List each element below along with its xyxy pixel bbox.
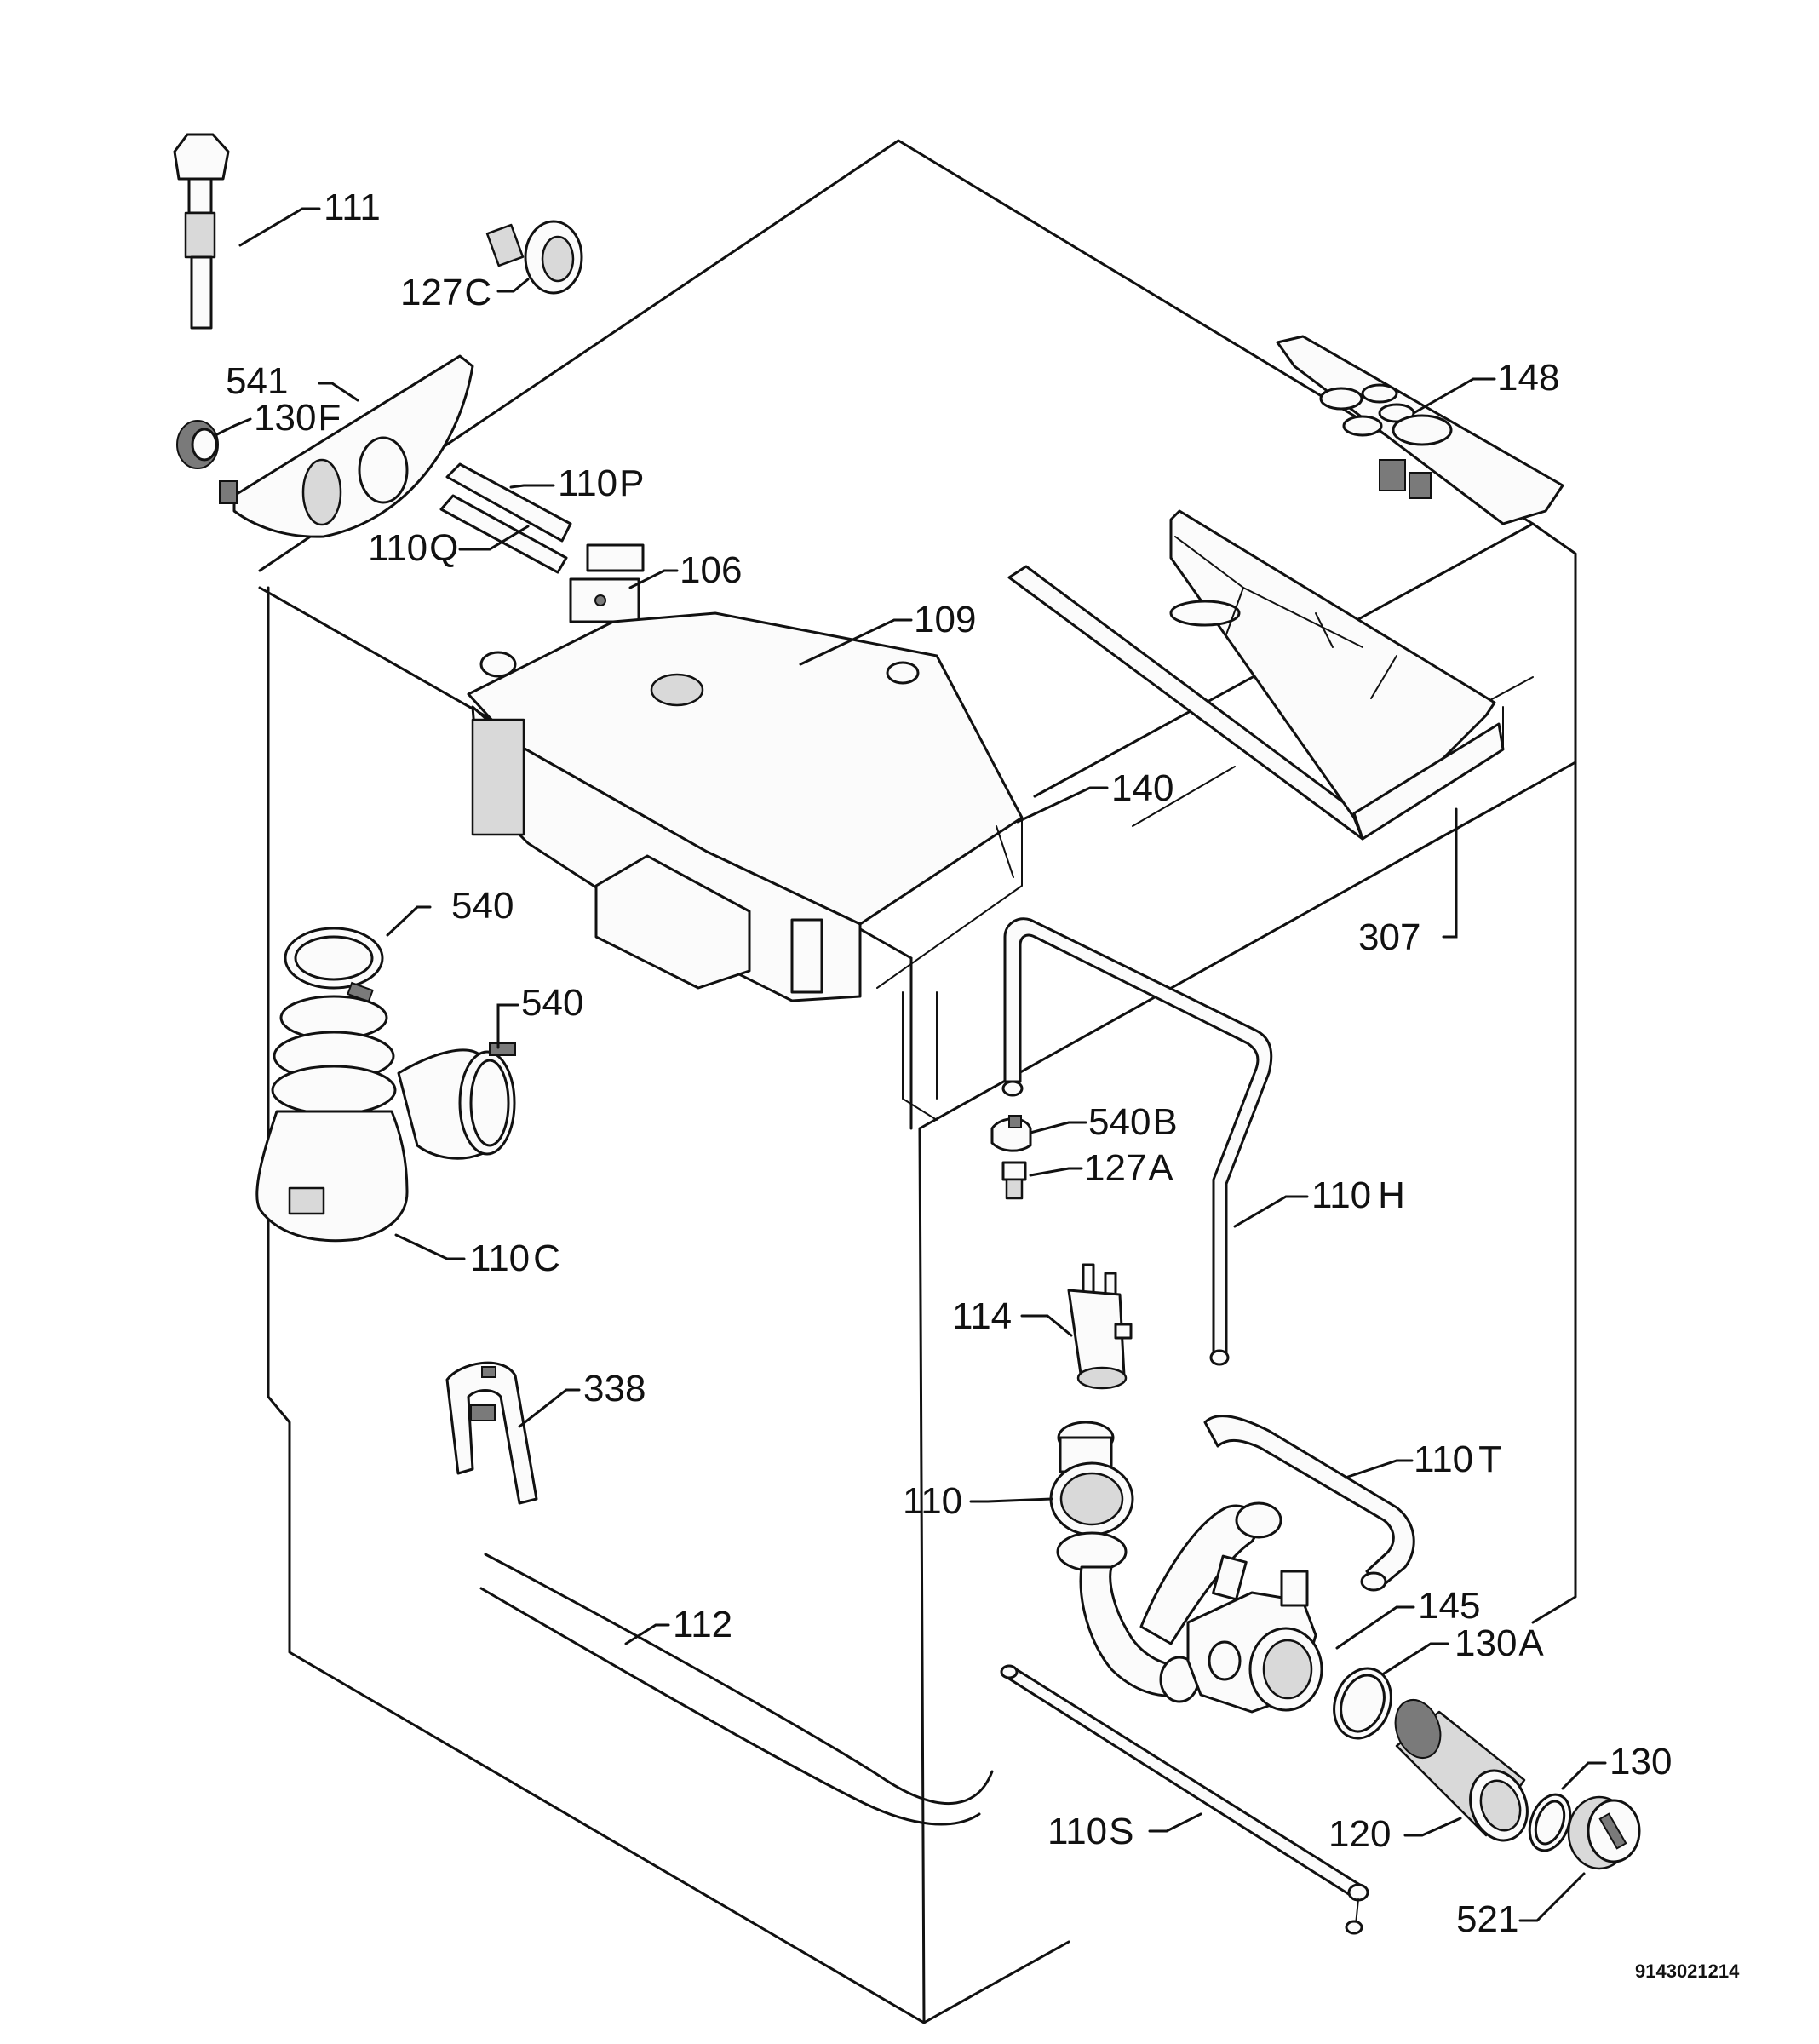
outlet-hose-part — [1203, 1415, 1415, 1592]
label-106: 106 — [680, 549, 742, 591]
pump-housing-part — [1139, 1501, 1323, 1714]
sump-part — [1049, 1421, 1200, 1703]
label-127a: 127A — [1084, 1147, 1173, 1189]
bracket-part — [445, 1361, 538, 1505]
label-127c: 127C — [400, 272, 491, 313]
leader-lines — [215, 207, 1607, 1922]
label-111: 111 — [324, 187, 381, 228]
label-541: 541 — [226, 360, 288, 402]
part-labels: 111 127C 541 130F 110P 110Q 106 109 148 … — [226, 187, 1672, 1940]
panel-part — [219, 354, 474, 538]
label-110s: 110S — [1047, 1811, 1134, 1852]
label-109: 109 — [914, 599, 976, 640]
valve-part — [569, 543, 645, 623]
label-540b: 540B — [1088, 1101, 1178, 1143]
label-540-lower: 540 — [521, 982, 583, 1024]
label-112: 112 — [673, 1604, 732, 1645]
drain-hose-part — [479, 1587, 981, 1826]
bellow-part — [255, 927, 516, 1243]
seal-part — [1333, 1667, 1392, 1740]
pressure-switch-part — [1067, 1263, 1133, 1390]
label-130a: 130A — [1455, 1622, 1544, 1664]
label-110c: 110C — [470, 1237, 560, 1279]
o-ring-part — [1528, 1793, 1572, 1852]
top-panel-part — [1276, 335, 1564, 525]
label-120: 120 — [1328, 1813, 1391, 1855]
label-521: 521 — [1456, 1898, 1518, 1940]
label-110p: 110P — [558, 462, 645, 504]
label-130f: 130F — [254, 397, 341, 439]
grommet-part — [485, 220, 583, 295]
label-338: 338 — [583, 1368, 646, 1410]
filter-cap-part — [1567, 1795, 1641, 1870]
detergent-housing-part — [467, 611, 1024, 1002]
label-110: 110 — [903, 1480, 962, 1522]
tubes-part — [439, 462, 572, 574]
label-130: 130 — [1610, 1741, 1672, 1783]
clip-part — [990, 1115, 1032, 1152]
inlet-hose-part — [173, 133, 230, 330]
label-140: 140 — [1111, 767, 1173, 809]
connector-part — [1001, 1161, 1027, 1200]
label-114: 114 — [952, 1295, 1012, 1337]
label-110q: 110Q — [368, 527, 458, 569]
nut-part — [176, 420, 219, 469]
label-148: 148 — [1497, 357, 1559, 399]
diagram-code: 9143021214 — [1635, 1961, 1740, 1982]
hose-part — [1001, 917, 1273, 1366]
dispenser-drawer-part — [1007, 509, 1505, 841]
drain-tube-part — [1000, 1664, 1369, 1935]
filter-part — [1394, 1699, 1529, 1842]
label-540-upper: 540 — [451, 885, 514, 927]
label-145: 145 — [1418, 1585, 1480, 1627]
label-307: 307 — [1358, 916, 1420, 958]
